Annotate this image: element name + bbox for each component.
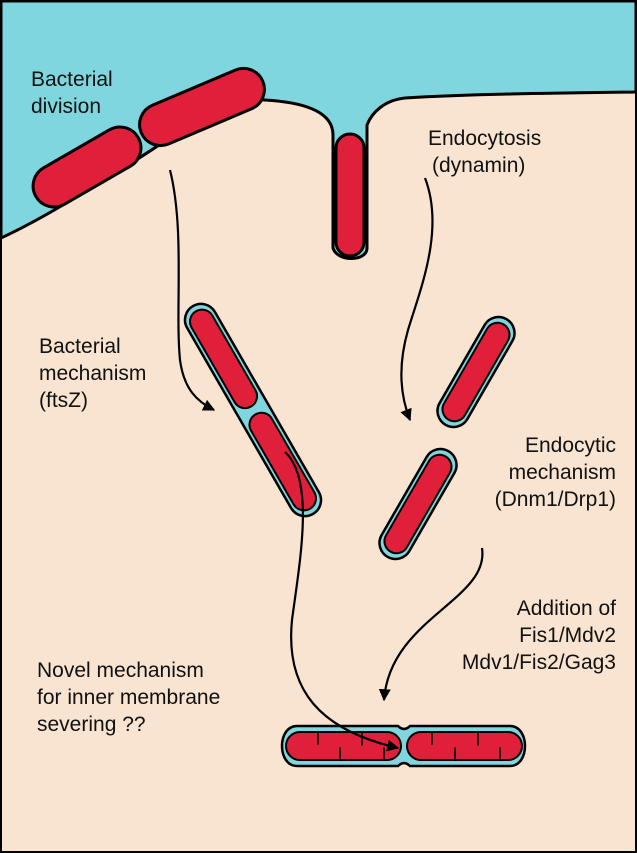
label-novel-mechanism: Novel mechanism for inner membrane sever… <box>37 657 220 738</box>
arrow-bacterial-to-mitochondrion <box>284 451 400 752</box>
dividing-bacterium <box>31 66 266 209</box>
matrix-compartment-right <box>406 731 523 761</box>
matrix-compartment-left <box>189 308 258 410</box>
label-line: Endocytic <box>524 434 616 457</box>
label-line: mechanism <box>39 362 147 385</box>
label-line: Mdv1/Fis2/Gag3 <box>461 651 616 674</box>
bacterium-left-half <box>31 125 143 209</box>
label-endocytic-mechanism: Endocytic mechanism (Dnm1/Drp1) <box>495 432 616 513</box>
label-line: mechanism <box>508 461 616 484</box>
label-line: Bacterial <box>31 68 113 91</box>
label-line: Endocytosis <box>428 127 542 150</box>
arrow-endocytosis-to-endocytic <box>400 177 434 422</box>
label-line: severing ?? <box>37 713 146 736</box>
label-endocytosis: Endocytosis (dynamin) <box>428 125 541 179</box>
endocytosed-bacterium <box>334 132 366 258</box>
matrix-compartment-left <box>285 731 402 761</box>
label-line: Addition of <box>516 597 616 620</box>
dividing-mitochondrion <box>280 724 527 768</box>
cristae <box>317 731 501 761</box>
endocytic-organelle-lower <box>378 447 458 561</box>
label-bacterial-mechanism: Bacterial mechanism (ftsZ) <box>39 333 146 414</box>
matrix-compartment <box>383 453 453 555</box>
label-bacterial-division: Bacterial division <box>31 66 113 120</box>
endocytic-organelle-upper <box>436 315 516 429</box>
label-line: for inner membrane <box>37 686 221 709</box>
matrix-compartment-right <box>248 411 317 512</box>
label-line: Novel mechanism <box>37 659 204 682</box>
pathway-arrows <box>168 169 484 752</box>
matrix-compartment <box>441 321 511 423</box>
arrow-endocytic-to-mitochondrion <box>378 547 484 702</box>
label-line: Fis1/Mdv2 <box>519 624 616 647</box>
bacterial-mechanism-organelle <box>183 302 323 518</box>
label-line: Bacterial <box>39 335 121 358</box>
label-line: (dynamin) <box>432 154 526 177</box>
arrow-division-to-bacterial <box>168 169 216 411</box>
label-addition: Addition of Fis1/Mdv2 Mdv1/Fis2/Gag3 <box>462 595 616 676</box>
label-line: (Dnm1/Drp1) <box>494 488 616 511</box>
bacterium-right-half <box>138 66 266 148</box>
label-line: division <box>31 95 102 118</box>
label-line: (ftsZ) <box>39 389 88 412</box>
